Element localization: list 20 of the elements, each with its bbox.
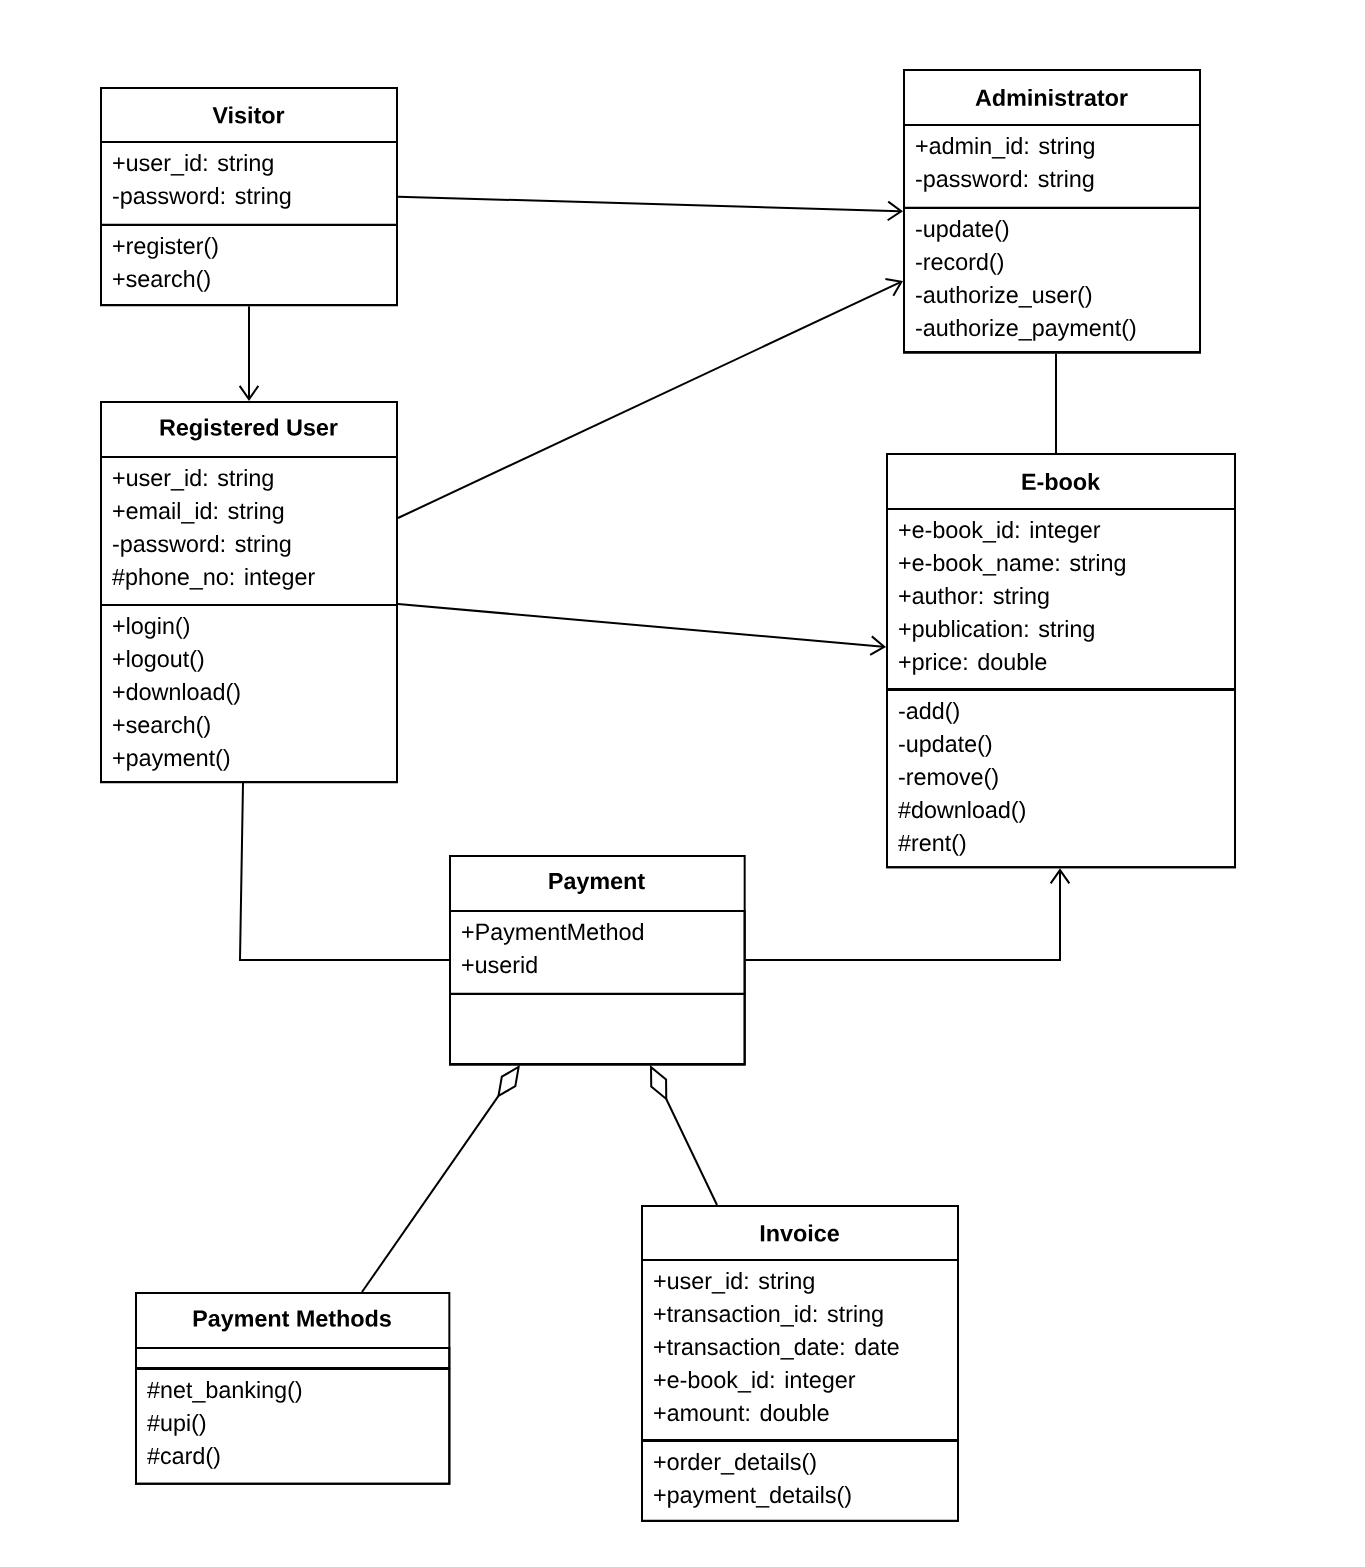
arrow (744, 868, 1071, 961)
arrow (397, 195, 903, 222)
arrow (397, 603, 886, 656)
class-compartment: -add() -update() -remove() #download() #rent() (886, 689, 1236, 869)
arrow (397, 277, 903, 519)
class-compartment: +login() +logout() +download() +search() +payment() (100, 604, 398, 784)
class-compartment: +user_id: string +email_id: string -password: string #phone_no: integer (100, 456, 398, 606)
class-compartment (135, 1347, 451, 1369)
class-compartment: +user_id: string -password: string (100, 141, 398, 226)
class-compartment (449, 993, 746, 1066)
class-compartment: #net_banking() #upi() #card() (135, 1368, 451, 1485)
class-compartment: -update() -record() -authorize_user() -authorize_payment() (903, 207, 1201, 353)
class-compartment: +order_details() +payment_details() (641, 1440, 959, 1522)
class-compartment: +PaymentMethod +userid (449, 910, 746, 995)
class-compartment: +admin_id: string -password: string (903, 124, 1201, 209)
aggregation-line (361, 1065, 520, 1293)
class-compartment: +register() +search() (100, 224, 398, 306)
class-compartment: +user_id: string +transaction_id: string +transaction_date: date +e-book_id: integer +amount: double (641, 1259, 959, 1441)
arrow (238, 305, 260, 401)
class-compartment: +e-book_id: integer +e-book_name: string +author: string +publication: string +price: double (886, 508, 1236, 690)
